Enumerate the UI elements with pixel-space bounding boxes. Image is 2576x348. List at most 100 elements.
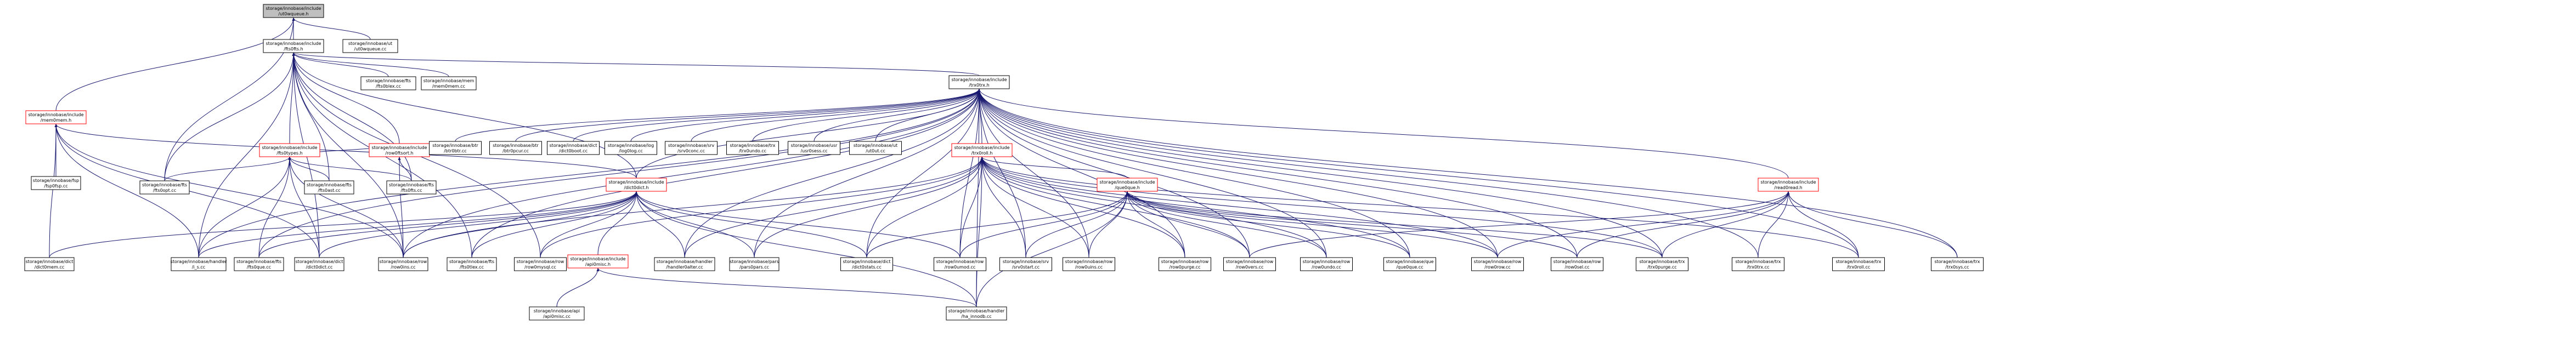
node-file-label: /fsp0fsp.cc [44,184,67,189]
edge-row0row_cc-to-que0que_h [1126,191,1498,258]
edge-fts0blex_cc-to-fts0fts_h [292,52,389,77]
edge-row0sel_cc-to-que0que_h [1126,191,1578,258]
edge-log0log_cc-to-trx0trx_h [630,88,981,142]
node-file-label: /dict0stats.cc [852,265,881,270]
edge-handler0alter_cc-to-trx0roll_h [684,156,984,258]
node-ha-innodb-cc[interactable]: storage/innobase/handler/ha_innodb.cc [946,306,1007,321]
node-file-label: /row0mysql.cc [524,265,556,270]
node-file-label: /trx0trx.cc [1747,265,1769,270]
node-fts0types-h[interactable]: storage/innobase/include/fts0types.h [259,143,320,157]
node-que0que-h[interactable]: storage/innobase/include/que0que.h [1097,178,1158,192]
node-btr0btr-cc[interactable]: storage/innobase/btr/btr0btr.cc [429,141,482,155]
dependency-edges [49,17,1958,307]
node-row0ins-cc[interactable]: storage/innobase/row/row0ins.cc [378,257,428,271]
node-fts0que-cc[interactable]: storage/innobase/fts/fts0que.cc [234,257,284,271]
edge-row0row_cc-to-trx0roll_h [980,156,1498,258]
edge-row0undo_cc-to-trx0trx_h [978,88,1327,258]
node-api0misc-cc[interactable]: storage/innobase/api/api0misc.cc [529,306,585,321]
node-path-label: storage/innobase/row [1303,259,1351,264]
node-dict0dict-h[interactable]: storage/innobase/include/dict0dict.h [606,178,667,192]
node-row0row-cc[interactable]: storage/innobase/row/row0row.cc [1471,257,1524,271]
node-file-label: /ut0wqueue.cc [354,47,387,52]
node-box [946,306,1007,321]
node-log0log-cc[interactable]: storage/innobase/log/log0log.cc [605,141,657,155]
node-usr0sess-cc[interactable]: storage/innobase/usr/usr0sess.cc [788,141,840,155]
node-fts0blex-cc[interactable]: storage/innobase/fts/fts0blex.cc [360,76,416,90]
node-handler0alter-cc[interactable]: storage/innobase/handler/handler0alter.c… [654,257,715,271]
edge-trx0purge_cc-to-trx0trx_h [978,88,1663,258]
node-api0misc-h[interactable]: storage/innobase/include/api0misc.h [567,254,629,269]
node-pars0pars-cc[interactable]: storage/innobase/pars/pars0pars.cc [729,257,779,271]
node-file-label: /fts0fts.cc [400,188,422,193]
edge-fts0opt_cc-to-fts0types_h [164,156,291,181]
node-fts0tlex-cc[interactable]: storage/innobase/fts/fts0tlex.cc [447,257,497,271]
node-row0ftsort-h[interactable]: storage/innobase/include/row0ftsort.h [369,143,430,157]
node-path-label: storage/innobase/fts [142,182,187,187]
node-trx0roll-h[interactable]: storage/innobase/include/trx0roll.h [951,143,1013,157]
edge-row0ins_cc-to-dict0dict_h [403,191,638,258]
node-trx0roll-cc[interactable]: storage/innobase/trx/trx0roll.cc [1832,257,1885,271]
edge-fts0tlex_cc-to-dict0dict_h [471,191,638,258]
node-file-label: /btr0btr.cc [444,149,466,153]
edge-row0uins_cc-to-trx0roll_h [980,156,1089,258]
node-box [514,257,567,271]
edge-trx0purge_cc-to-read0read_h [1662,191,1790,258]
node-row0vers-cc[interactable]: storage/innobase/row/row0vers.cc [1223,257,1276,271]
node-row0umod-cc[interactable]: storage/innobase/row/row0umod.cc [934,257,986,271]
node-path-label: storage/innobase/btr [432,143,478,148]
node-fts0fts-h[interactable]: storage/innobase/include/fts0fts.h [263,39,324,53]
node-trx0sys-cc[interactable]: storage/innobase/trx/trx0sys.cc [1931,257,1984,271]
node-trx0undo-cc[interactable]: storage/innobase/trx/trx0undo.cc [726,141,779,155]
node-file-label: /fts0tlex.cc [460,265,484,270]
node-path-label: storage/innobase/ut [854,143,897,148]
node-mem0mem-cc[interactable]: storage/innobase/mem/mem0mem.cc [421,76,477,90]
node-fts0ast-cc[interactable]: storage/innobase/fts/fts0ast.cc [304,180,354,195]
node-file-label: /row0umod.cc [945,265,976,270]
node-btr0pcur-cc[interactable]: storage/innobase/btr/btr0pcur.cc [489,141,542,155]
node-path-label: storage/innobase/trx [1735,259,1781,264]
node-read0read-h[interactable]: storage/innobase/include/read0read.h [1758,178,1819,192]
edge-row0sel_cc-to-read0read_h [1577,191,1790,258]
node-row0purge-cc[interactable]: storage/innobase/row/row0purge.cc [1159,257,1211,271]
edge-trx0roll_cc-to-trx0roll_h [980,156,1859,258]
node-fts0opt-cc[interactable]: storage/innobase/fts/fts0opt.cc [139,180,190,195]
node-file-label: /trx0trx.h [969,83,989,88]
node-file-label: /dict0boot.cc [559,149,587,153]
edge-trx0purge_cc-to-trx0roll_h [980,156,1663,258]
node-fsp0fsp-cc[interactable]: storage/innobase/fsp/fsp0fsp.cc [31,176,81,190]
node-trx0purge-cc[interactable]: storage/innobase/trx/trx0purge.cc [1636,257,1688,271]
node-dict0dict-cc[interactable]: storage/innobase/dict/dict0dict.cc [294,257,344,271]
node-dict0boot-cc[interactable]: storage/innobase/dict/dict0boot.cc [547,141,600,155]
node-row0uins-cc[interactable]: storage/innobase/row/row0uins.cc [1063,257,1115,271]
node-box [1732,257,1784,271]
node-dict0mem-cc[interactable]: storage/innobase/dict/dict0mem.cc [24,257,75,271]
node-ut0ut-cc[interactable]: storage/innobase/ut/ut0ut.cc [849,141,902,155]
node-path-label: storage/innobase/include [951,77,1007,82]
node-que0que-cc[interactable]: storage/innobase/que/que0que.cc [1383,257,1436,271]
node-srv0conc-cc[interactable]: storage/innobase/srv/srv0conc.cc [665,141,718,155]
node-srv0start-cc[interactable]: storage/innobase/srv/srv0start.cc [999,257,1052,271]
node-box [360,76,416,90]
node-row0undo-cc[interactable]: storage/innobase/row/row0undo.cc [1300,257,1353,271]
edge-row0purge_cc-to-trx0roll_h [980,156,1185,258]
edge-handler0alter_cc-to-trx0trx_h [684,88,981,258]
node-trx0trx-cc[interactable]: storage/innobase/trx/trx0trx.cc [1732,257,1784,271]
node-handler-i-s-cc[interactable]: storage/innobase/handler/i_s.cc [171,257,227,271]
node-ut0wqueue-h[interactable]: storage/innobase/include/ut0wqueue.h [263,4,324,18]
node-file-label: /i_s.cc [192,265,205,270]
edge-que0que_cc-to-trx0roll_h [980,156,1410,258]
node-path-label: storage/innobase/handler [948,309,1005,313]
node-path-label: storage/innobase/srv [668,143,715,148]
node-ut0wqueue-cc[interactable]: storage/innobase/ut/ut0wqueue.cc [342,39,398,53]
edge-dict0dict_h-to-mem0mem_h [54,123,637,179]
node-mem0mem-h[interactable]: storage/innobase/include/mem0mem.h [25,110,87,124]
node-row0mysql-cc[interactable]: storage/innobase/row/row0mysql.cc [514,257,567,271]
node-trx0trx-h[interactable]: storage/innobase/include/trx0trx.h [948,75,1010,89]
edge-srv0conc_cc-to-trx0trx_h [691,88,981,142]
node-fts0fts-cc[interactable]: storage/innobase/fts/fts0fts.cc [386,180,437,195]
node-dict0stats-cc[interactable]: storage/innobase/dict/dict0stats.cc [840,257,893,271]
edge-row0row_cc-to-read0read_h [1497,191,1790,258]
node-row0sel-cc[interactable]: storage/innobase/row/row0sel.cc [1551,257,1603,271]
node-path-label: storage/innobase/btr [493,143,539,148]
node-file-label: /api0misc.h [585,262,611,267]
